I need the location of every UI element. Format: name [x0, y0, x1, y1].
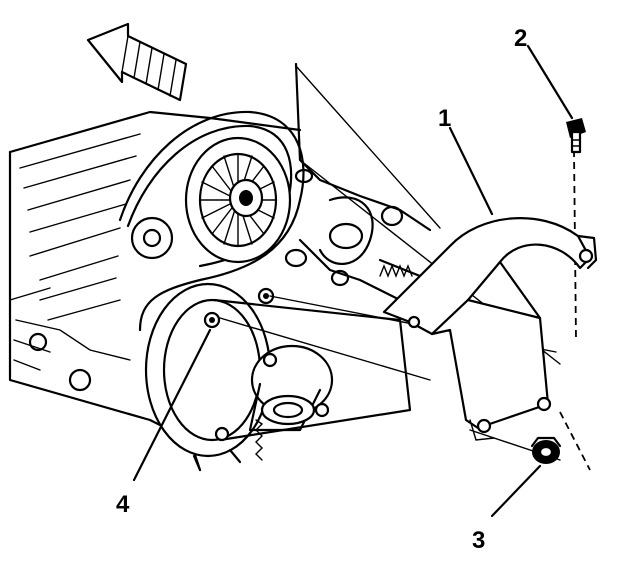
belt-and-pulley — [118, 110, 305, 332]
bolt-icon — [566, 118, 586, 154]
water-pump-housing — [284, 62, 442, 302]
crankshaft-damper — [144, 282, 412, 472]
callout-2: 2 — [514, 25, 527, 52]
engine-block — [8, 110, 302, 472]
callout-1: 1 — [438, 105, 451, 132]
callout-3: 3 — [472, 527, 485, 554]
leader-lines — [132, 44, 574, 518]
callout-4: 4 — [116, 491, 130, 518]
projection-lines — [219, 65, 591, 471]
front-cover — [382, 217, 598, 441]
front-arrow-icon — [86, 22, 188, 102]
nut-icon — [530, 436, 562, 464]
